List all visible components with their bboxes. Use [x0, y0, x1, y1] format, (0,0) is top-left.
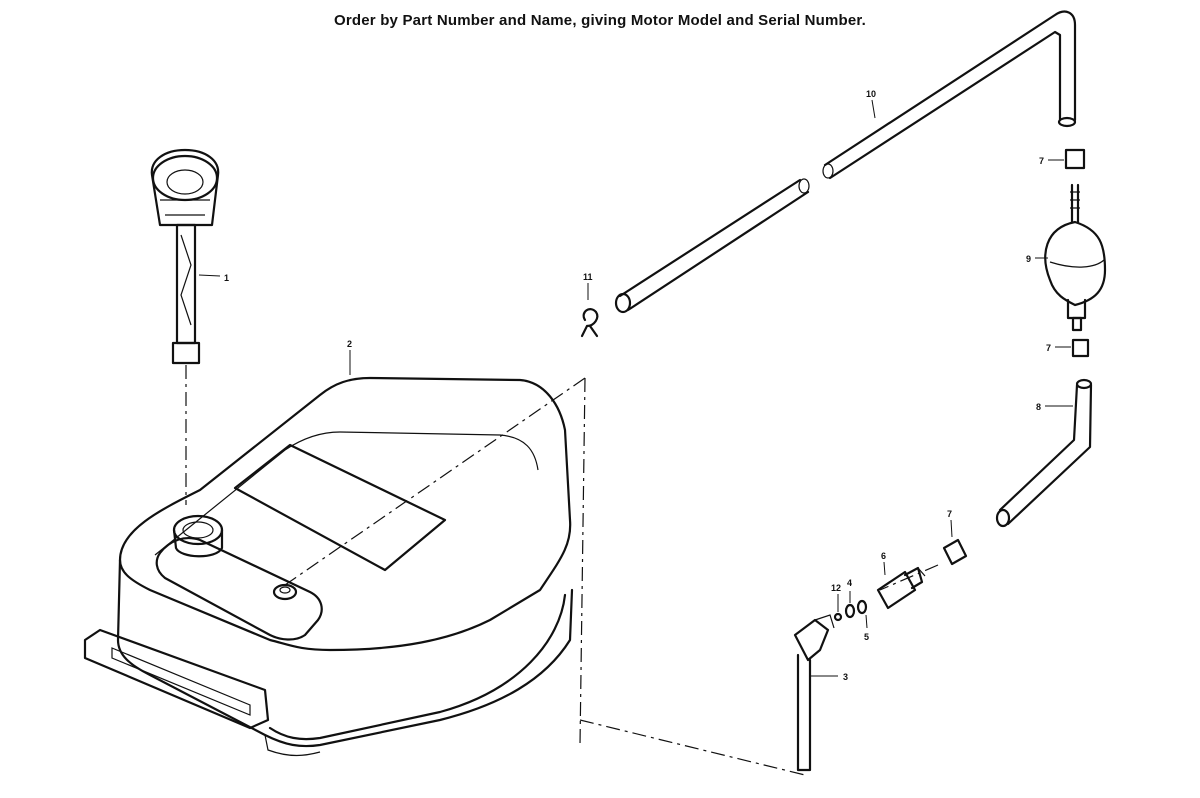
- fuel-pickup-tube: [793, 614, 838, 772]
- callout-3: 3: [843, 672, 848, 682]
- tank-alignment-line-vertical: [579, 377, 586, 746]
- callout-4: 4: [847, 578, 852, 588]
- callout-7-upper: 7: [1039, 156, 1044, 166]
- callout-2: 2: [347, 339, 352, 349]
- fuel-gauge: [150, 148, 221, 365]
- callout-5: 5: [864, 632, 869, 642]
- fuel-hose: [614, 10, 1077, 314]
- bent-hose: [995, 378, 1093, 528]
- callout-1: 1: [224, 273, 229, 283]
- callout-12: 12: [831, 583, 841, 593]
- small-seal: [833, 594, 843, 622]
- callout-8: 8: [1036, 402, 1041, 412]
- callout-6: 6: [881, 551, 886, 561]
- primer-bulb: [1035, 183, 1107, 332]
- hose-clamp-lower: [942, 519, 968, 566]
- hose-clamp-upper: [1048, 148, 1086, 170]
- tank-connector: [876, 561, 926, 610]
- hose-clamp-middle: [1055, 338, 1090, 358]
- washer: [844, 591, 856, 619]
- tank-alignment-line-diagonal: [284, 377, 586, 586]
- callout-7-middle: 7: [1046, 343, 1051, 353]
- callout-11: 11: [583, 272, 593, 282]
- fuel-tank: [83, 376, 574, 757]
- order-instruction: Order by Part Number and Name, giving Mo…: [333, 12, 867, 29]
- hose-clip: [580, 283, 599, 338]
- callout-9: 9: [1026, 254, 1031, 264]
- callout-7-lower: 7: [947, 509, 952, 519]
- o-ring: [856, 599, 868, 629]
- pickup-alignment-line: [579, 719, 806, 776]
- callout-10: 10: [866, 89, 876, 99]
